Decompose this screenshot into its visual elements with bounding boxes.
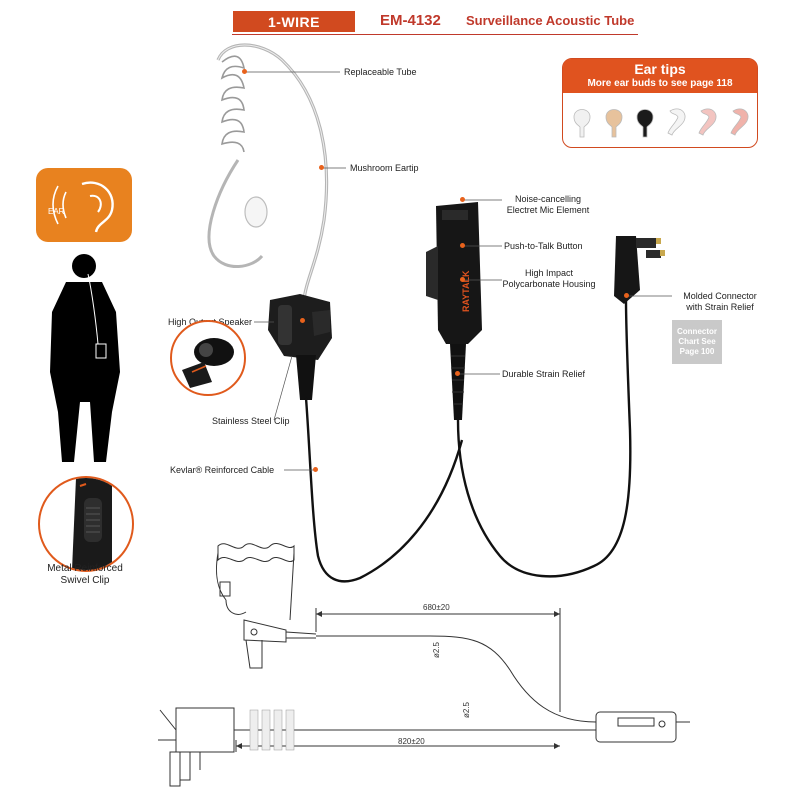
dimension-upper-length: 680±20 — [423, 603, 450, 612]
ear-tip-sample — [667, 108, 686, 136]
callout-dot — [300, 318, 305, 323]
label-housing-line2: Polycarbonate Housing — [502, 279, 596, 289]
dimension-lower-length: 820±20 — [398, 737, 425, 746]
coiled-tube — [220, 55, 246, 153]
label-mushroom-eartip: Mushroom Eartip — [350, 163, 419, 173]
callout-dot — [242, 69, 247, 74]
label-mic-element-line1: Noise-cancelling — [514, 194, 582, 204]
ear-tip-sample — [605, 109, 622, 138]
speaker-detail-circle — [170, 320, 246, 396]
label-housing: High Impact Polycarbonate Housing — [496, 268, 602, 290]
label-molded-connector-line1: Molded Connector — [683, 291, 757, 301]
connector-chart-line2: Chart See — [678, 337, 716, 346]
dimension-upper-diameter: ø2.5 — [432, 641, 441, 658]
swivel-clip-line2: Swivel Clip — [60, 575, 110, 586]
label-replaceable-tube: Replaceable Tube — [344, 67, 417, 77]
callout-dot — [460, 197, 465, 202]
wire-type-tag: 1-WIRE — [233, 11, 355, 32]
label-durable-strain-relief: Durable Strain Relief — [502, 369, 586, 379]
tube-lower — [207, 159, 264, 268]
label-molded-connector-line2: with Strain Relief — [686, 302, 754, 312]
callout-lines — [246, 71, 672, 471]
ear-tip-sample — [636, 109, 654, 138]
ear-tips-title: Ear tips — [634, 61, 686, 77]
dimension-lower-diameter: ø2.5 — [462, 701, 471, 718]
brand-logo: RAYTALK — [461, 270, 471, 312]
ear-icon: EAR — [48, 181, 114, 233]
swivel-clip-line1: Metal Reinforced — [47, 563, 123, 574]
ear-badge-label: EAR — [48, 207, 65, 216]
product-title: Surveillance Acoustic Tube — [466, 13, 635, 28]
header-underline — [232, 34, 638, 35]
connector-chart-line1: Connector — [677, 327, 717, 336]
label-mic-element: Noise-cancelling Electret Mic Element — [500, 194, 596, 216]
swivel-clip-label: Metal Reinforced Swivel Clip — [30, 563, 140, 587]
callout-dot — [460, 243, 465, 248]
mic-cable — [456, 299, 632, 578]
connector-chart-line3: Page 100 — [679, 347, 715, 356]
label-mic-element-line2: Electret Mic Element — [506, 205, 590, 215]
label-housing-line1: High Impact — [524, 268, 574, 278]
label-ptt-button: Push-to-Talk Button — [504, 241, 583, 251]
label-stainless-steel-clip: Stainless Steel Clip — [212, 416, 290, 426]
ear-tips-row — [569, 101, 753, 141]
ear-tips-subtitle: More ear buds to see page 118 — [587, 78, 733, 89]
label-kevlar-cable: Kevlar® Reinforced Cable — [170, 465, 275, 475]
ear-tip-sample — [730, 108, 749, 136]
ear-tips-panel: Ear tips More ear buds to see page 118 — [562, 58, 758, 148]
ear-badge: EAR — [36, 168, 132, 242]
mushroom-eartip-shape — [244, 196, 268, 228]
swivel-clip-detail-circle — [38, 476, 134, 572]
callout-dot — [313, 467, 318, 472]
speaker-closeup-image — [182, 338, 234, 388]
swivel-clip-closeup-image — [72, 478, 112, 570]
ear-tip-sample — [573, 109, 591, 138]
connector-chart-box: Connector Chart See Page 100 — [672, 320, 722, 364]
callout-dot — [460, 277, 465, 282]
earpiece-cable — [304, 397, 464, 583]
callout-dot — [319, 165, 324, 170]
person-silhouette — [50, 254, 120, 462]
ear-tips-header: Ear tips More ear buds to see page 118 — [563, 59, 757, 93]
label-molded-connector: Molded Connector with Strain Relief — [670, 291, 770, 313]
model-number: EM-4132 — [380, 12, 441, 29]
callout-dot — [455, 371, 460, 376]
callout-dot — [624, 293, 629, 298]
ear-tip-sample — [698, 108, 717, 136]
